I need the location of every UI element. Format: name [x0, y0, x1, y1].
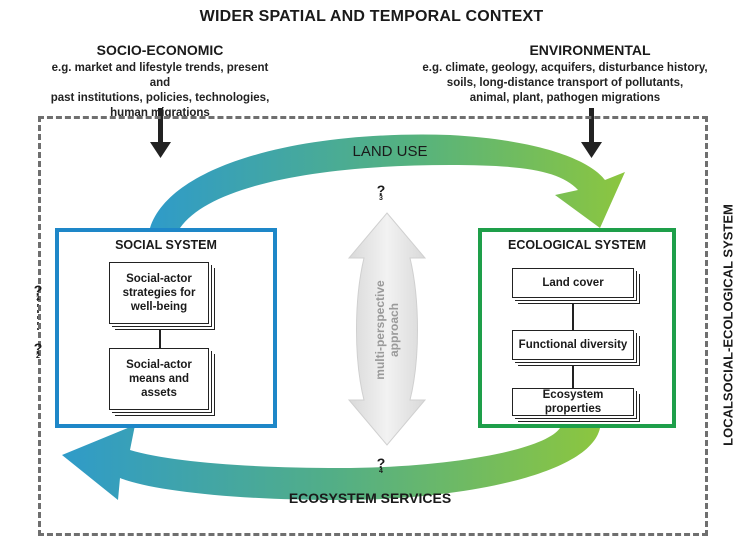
socio-economic-influence-arrow	[150, 108, 171, 158]
ecosystem-services-flow-arrow	[62, 425, 600, 500]
socio-line: past institutions, policies, technologie…	[50, 92, 270, 104]
multi-perspective-double-arrow	[347, 212, 427, 446]
question-marker-4: ?4	[374, 455, 388, 475]
social-actor-strategies-card: Social-actor strategies for well-being	[109, 262, 209, 324]
multi-perspective-line: multi-perspective	[373, 280, 387, 380]
question-marker-2: ?2	[31, 340, 45, 360]
social-system-box: SOCIAL SYSTEM Social-actor strategies fo…	[55, 228, 277, 428]
socio-economic-description: e.g. market and lifestyle trends, presen…	[40, 61, 280, 121]
question-mark-glyph: ?	[376, 182, 386, 198]
env-line: soils, long-distance transport of pollut…	[446, 77, 684, 89]
ecological-system-title: ECOLOGICAL SYSTEM	[508, 238, 646, 252]
functional-diversity-card: Functional diversity	[512, 330, 634, 360]
land-cover-card: Land cover	[512, 268, 634, 298]
question-marker-3: ?3	[374, 182, 388, 202]
ecosystem-services-label: ECOSYSTEM SERVICES	[288, 490, 452, 506]
local-system-frame	[38, 116, 708, 536]
env-line: animal, plant, pathogen migrations	[469, 92, 661, 104]
socio-line: e.g. market and lifestyle trends, presen…	[51, 62, 269, 89]
ecological-system-box: ECOLOGICAL SYSTEM Land cover Functional …	[478, 228, 676, 428]
question-number: 3	[379, 195, 383, 202]
social-actor-means-card: Social-actor means and assets	[109, 348, 209, 410]
question-mark-glyph: ?	[33, 282, 43, 298]
land-use-label: LAND USE	[352, 143, 428, 160]
multi-perspective-line: approach	[387, 303, 401, 358]
ecological-connector-line	[572, 304, 574, 330]
ecological-connector-line	[572, 366, 574, 388]
ecosystem-properties-card: Ecosystem properties	[512, 388, 634, 416]
environmental-description: e.g. climate, geology, acquifers, distur…	[395, 61, 735, 106]
local-system-label-text: LOCALSOCIAL-ECOLOGICAL SYSTEM	[720, 204, 736, 446]
question-number: 2	[36, 353, 40, 360]
socio-economic-heading: SOCIO-ECONOMIC	[96, 42, 224, 58]
land-use-flow-arrow	[150, 134, 625, 228]
environmental-heading: ENVIRONMENTAL	[529, 42, 651, 58]
env-line: e.g. climate, geology, acquifers, distur…	[422, 62, 708, 74]
question-number: 1	[36, 295, 40, 302]
environmental-influence-arrow	[581, 108, 602, 158]
local-system-label: LOCALSOCIAL-ECOLOGICAL SYSTEM	[718, 160, 738, 490]
question-number: 4	[379, 468, 383, 475]
question-marker-1: ?1	[31, 282, 45, 302]
social-connector-line	[159, 330, 161, 348]
question-mark-glyph: ?	[376, 455, 386, 471]
social-system-title: SOCIAL SYSTEM	[115, 238, 217, 252]
diagram-title: WIDER SPATIAL AND TEMPORAL CONTEXT	[199, 8, 544, 25]
question-mark-glyph: ?	[33, 340, 43, 356]
multi-perspective-label: multi-perspective approach	[362, 270, 412, 390]
